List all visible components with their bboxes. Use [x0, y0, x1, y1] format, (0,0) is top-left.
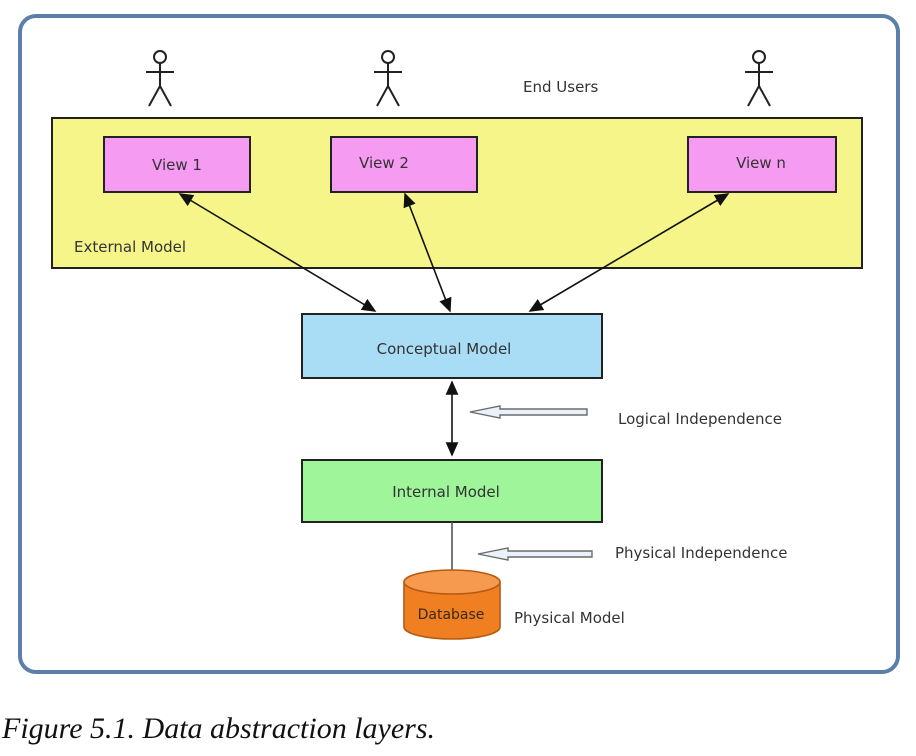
view-1-box — [103, 136, 251, 193]
end-user-figure-1 — [146, 50, 174, 107]
arrow-view1-conceptual — [178, 193, 377, 312]
physical-model-label: Physical Model — [514, 609, 625, 627]
internal-model-label: Internal Model — [392, 483, 500, 501]
logical-independence-label: Logical Independence — [618, 410, 782, 428]
view-2-label: View 2 — [359, 154, 409, 172]
physical-independence-label: Physical Independence — [615, 544, 787, 562]
view-1-label: View 1 — [152, 156, 202, 174]
external-model-label: External Model — [74, 238, 186, 256]
end-users-label: End Users — [523, 78, 598, 96]
logical-independence-pointer-icon — [469, 405, 588, 419]
conceptual-model-box — [301, 313, 603, 379]
view-n-box — [687, 136, 837, 193]
database-cylinder-icon — [403, 569, 501, 640]
database-label: Database — [418, 607, 485, 623]
view-n-label: View n — [736, 154, 786, 172]
internal-model-box — [301, 459, 603, 523]
data-abstraction-diagram: End Users External Model View 1 View 2 V… — [18, 14, 900, 674]
arrow-viewn-conceptual — [528, 193, 730, 312]
end-user-figure-2 — [374, 50, 402, 107]
conceptual-model-label: Conceptual Model — [377, 340, 512, 358]
arrow-view2-conceptual — [403, 192, 452, 313]
physical-independence-pointer-icon — [477, 547, 593, 561]
end-user-figure-3 — [745, 50, 773, 107]
figure-caption: Figure 5.1. Data abstraction layers. — [2, 712, 436, 745]
view-2-box — [330, 136, 478, 193]
